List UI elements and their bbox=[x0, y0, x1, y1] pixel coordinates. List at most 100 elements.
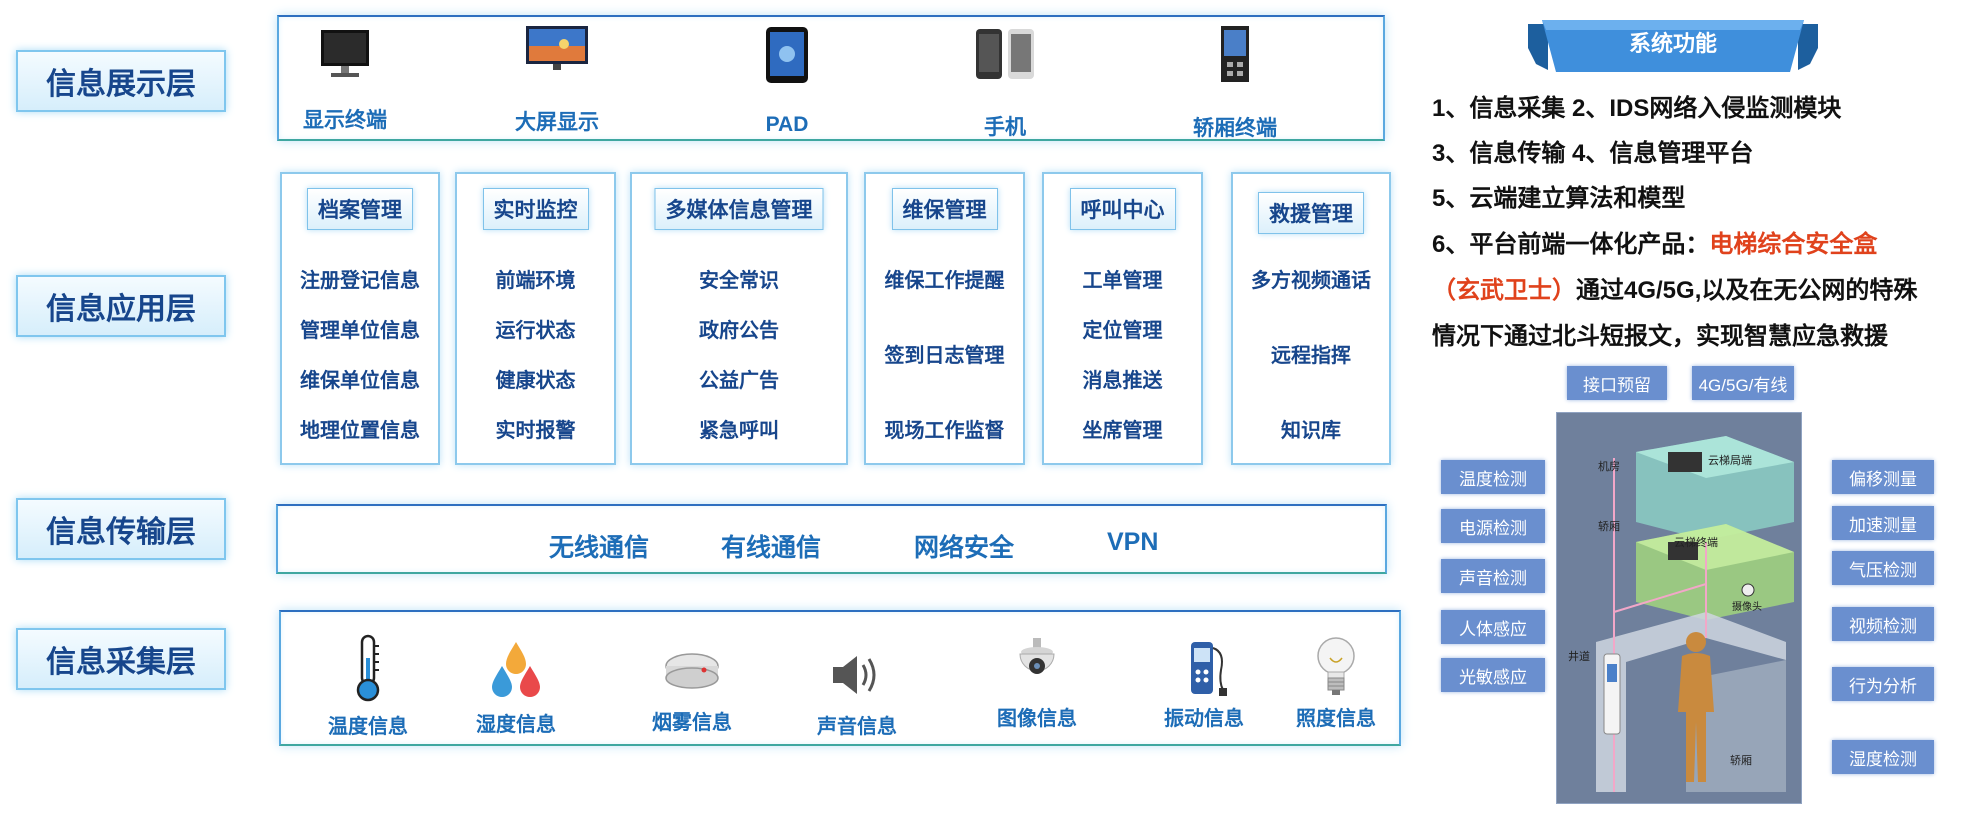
dome-camera-icon bbox=[1019, 638, 1055, 674]
function-line-3: 5、云端建立算法和模型 bbox=[1432, 185, 1686, 212]
sensor-illuminance: 照度信息 bbox=[1286, 634, 1386, 731]
sensor-label: 声音信息 bbox=[817, 716, 897, 738]
app-item: 知识库 bbox=[1281, 420, 1341, 442]
app-item: 定位管理 bbox=[1082, 320, 1163, 342]
app-item: 政府公告 bbox=[699, 320, 779, 342]
system-functions-title: 系统功能 bbox=[1628, 31, 1717, 56]
left-tag: 声音检测 bbox=[1441, 559, 1545, 593]
sensor-label: 湿度信息 bbox=[476, 714, 556, 736]
product-name-highlight: 电梯综合安全盒 bbox=[1709, 231, 1878, 258]
sensor-label: 烟雾信息 bbox=[652, 712, 732, 734]
sensor-label: 图像信息 bbox=[997, 708, 1077, 730]
app-item: 维保单位信息 bbox=[300, 370, 420, 392]
speaker-icon bbox=[833, 656, 876, 694]
display-layer-frame bbox=[277, 15, 1385, 141]
app-item: 地理位置信息 bbox=[300, 420, 420, 442]
app-item: 现场工作监督 bbox=[884, 420, 1005, 442]
function-line-1: 1、信息采集 2、IDS网络入侵监测模块 bbox=[1432, 95, 1842, 122]
function-line-6: 情况下通过北斗短报文，实现智慧应急救援 bbox=[1432, 323, 1888, 350]
app-item: 管理单位信息 bbox=[300, 320, 420, 342]
app-item: 多方视频通话 bbox=[1251, 270, 1371, 292]
transmission-item: 无线通信 bbox=[549, 534, 650, 562]
transmission-item: 有线通信 bbox=[721, 534, 822, 562]
app-item: 安全常识 bbox=[699, 270, 779, 292]
app-column-header: 档案管理 bbox=[307, 188, 413, 230]
device-label: 显示终端 bbox=[303, 109, 387, 132]
device-tablet: PAD bbox=[742, 25, 832, 137]
function-line-5: （玄武卫士）通过4G/5G,以及在无公网的特殊 bbox=[1432, 270, 1917, 305]
device-phone: 手机 bbox=[960, 25, 1050, 141]
person-body bbox=[1678, 653, 1714, 782]
car-terminal-icon bbox=[1221, 26, 1249, 82]
top-tag-network: 4G/5G/有线 bbox=[1692, 366, 1794, 400]
sensor-vibration: 振动信息 bbox=[1154, 630, 1254, 731]
app-item: 工单管理 bbox=[1082, 270, 1163, 292]
app-column-header: 多媒体信息管理 bbox=[654, 188, 824, 230]
app-column-maintenance: 维保管理 维保工作提醒 签到日志管理 现场工作监督 bbox=[864, 172, 1025, 465]
humidity-drops-icon bbox=[492, 642, 540, 697]
label-cloud-gateway: 云梯局端 bbox=[1708, 454, 1752, 467]
sensor-label: 照度信息 bbox=[1296, 708, 1376, 730]
app-item: 远程指挥 bbox=[1271, 345, 1351, 367]
monitor-icon bbox=[321, 30, 369, 77]
left-tag: 电源检测 bbox=[1441, 509, 1545, 543]
label-car-room: 轿厢 bbox=[1598, 519, 1620, 533]
device-label: 轿厢终端 bbox=[1193, 117, 1277, 140]
device-label: 手机 bbox=[984, 116, 1026, 139]
right-tag: 气压检测 bbox=[1832, 551, 1934, 585]
transmission-item: VPN bbox=[1107, 528, 1159, 556]
app-column-header: 救援管理 bbox=[1258, 192, 1364, 234]
sensor-image: 图像信息 bbox=[987, 636, 1087, 731]
sensor-label: 振动信息 bbox=[1164, 708, 1244, 730]
label-cloud-terminal: 云梯终端 bbox=[1674, 535, 1718, 549]
light-bulb-icon bbox=[1317, 637, 1355, 695]
layer-label-application: 信息应用层 bbox=[16, 275, 226, 337]
vibration-meter-icon bbox=[1191, 642, 1227, 696]
app-column-call-center: 呼叫中心 工单管理 定位管理 消息推送 坐席管理 bbox=[1042, 172, 1203, 465]
app-column-header: 维保管理 bbox=[891, 188, 998, 230]
label-shaft: 井道 bbox=[1568, 649, 1590, 663]
app-column-monitoring: 实时监控 前端环境 运行状态 健康状态 实时报警 bbox=[455, 172, 616, 465]
app-item: 坐席管理 bbox=[1082, 420, 1163, 442]
system-functions-ribbon bbox=[1528, 20, 1818, 72]
label-camera: 摄像头 bbox=[1732, 600, 1762, 613]
device-label: 大屏显示 bbox=[515, 111, 599, 134]
device-label: PAD bbox=[765, 113, 809, 136]
app-item: 前端环境 bbox=[495, 270, 576, 292]
label-machine-room: 机房 bbox=[1598, 459, 1620, 473]
product-alias-highlight: （玄武卫士） bbox=[1432, 277, 1576, 304]
camera-marker bbox=[1741, 583, 1755, 597]
phone-icon bbox=[976, 29, 1034, 79]
left-tag: 人体感应 bbox=[1441, 610, 1545, 644]
top-tag-interface: 接口预留 bbox=[1567, 366, 1667, 400]
app-column-rescue: 救援管理 多方视频通话 远程指挥 知识库 bbox=[1231, 172, 1391, 465]
app-item: 维保工作提醒 bbox=[884, 270, 1005, 292]
elevator-diagram: 机房 云梯局端 轿厢 云梯终端 摄像头 井道 轿厢 bbox=[1556, 412, 1802, 804]
app-item: 消息推送 bbox=[1082, 370, 1163, 392]
app-column-header: 呼叫中心 bbox=[1069, 188, 1176, 230]
right-tag: 视频检测 bbox=[1832, 607, 1934, 641]
app-item: 运行状态 bbox=[495, 320, 576, 342]
device-big-screen: 大屏显示 bbox=[507, 22, 607, 136]
big-screen-icon bbox=[526, 26, 588, 70]
app-item: 实时报警 bbox=[495, 420, 576, 442]
left-tag: 温度检测 bbox=[1441, 460, 1545, 494]
thermometer-icon bbox=[356, 634, 380, 702]
left-tag: 光敏感应 bbox=[1441, 658, 1545, 692]
sensor-label: 温度信息 bbox=[328, 716, 408, 738]
app-item: 注册登记信息 bbox=[300, 270, 420, 292]
layer-label-collection: 信息采集层 bbox=[16, 628, 226, 690]
person-head bbox=[1686, 632, 1706, 652]
function-line-4-prefix: 6、平台前端一体化产品： bbox=[1432, 231, 1710, 258]
app-item: 签到日志管理 bbox=[884, 345, 1005, 367]
transmission-item: 网络安全 bbox=[914, 534, 1015, 562]
label-car: 轿厢 bbox=[1730, 753, 1752, 767]
right-tag: 行为分析 bbox=[1832, 667, 1934, 701]
transmission-layer-frame bbox=[276, 504, 1387, 574]
device-monitor: 显示终端 bbox=[300, 26, 390, 134]
sensor-sound: 声音信息 bbox=[807, 650, 907, 739]
sensor-smoke: 烟雾信息 bbox=[642, 648, 742, 735]
app-item: 健康状态 bbox=[495, 370, 576, 392]
app-column-archive: 档案管理 注册登记信息 管理单位信息 维保单位信息 地理位置信息 bbox=[280, 172, 440, 465]
app-item: 公益广告 bbox=[699, 370, 779, 392]
